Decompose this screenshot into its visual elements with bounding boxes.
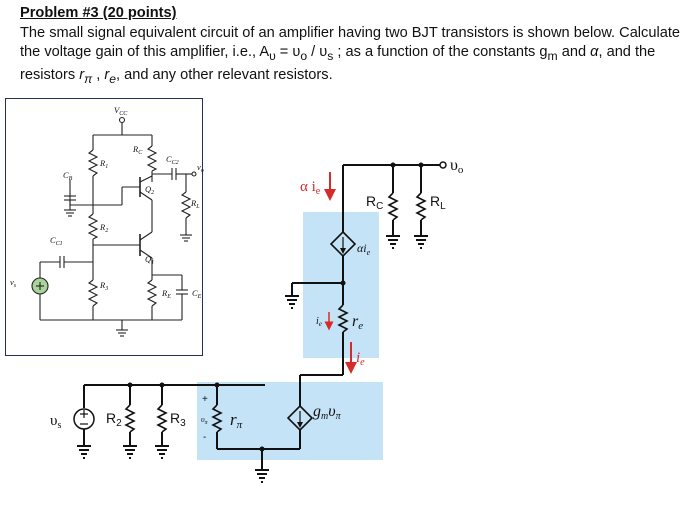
ie-left-label: ie [316, 316, 322, 328]
problem-line-1: The small signal equivalent circuit of a… [20, 24, 680, 41]
rc-eq-label: RC [366, 193, 383, 212]
vpi-plus: + [202, 394, 208, 405]
r3-label: R3 [99, 280, 108, 292]
rl-label: RL [190, 198, 200, 210]
re-eq-resistor [337, 304, 349, 333]
vcc-node [118, 116, 126, 124]
re-eq-label: re [352, 313, 363, 332]
re-resistor [146, 279, 158, 307]
cc2-label: CC2 [166, 154, 179, 166]
alpha-ie-label: α ie [300, 179, 321, 197]
r2-resistor [87, 213, 99, 240]
vs-eq-label: υs [50, 413, 61, 431]
r1-resistor [87, 149, 99, 177]
cc1-label: CC1 [50, 235, 63, 247]
r3-eq-label: R3 [170, 410, 186, 429]
vo-label: vo [197, 162, 204, 174]
r3-eq-resistor [156, 404, 168, 433]
vs-label-original: vs [10, 277, 17, 289]
rpi-eq-label: rπ [230, 410, 243, 431]
r3-resistor [87, 279, 99, 307]
ce-label: CE [192, 288, 202, 300]
problem-statement: Problem #3 (20 points) The small signal … [20, 4, 690, 90]
rl-eq-resistor [415, 192, 427, 221]
problem-line-3: resistors rπ , re, and any other relevan… [20, 67, 333, 87]
q1-label: Q1 [145, 254, 154, 266]
r2-eq-resistor [124, 404, 136, 433]
alpha-ie-source-label: αie [357, 241, 371, 257]
rl-eq-label: RL [430, 193, 446, 212]
cb-label: CB [63, 170, 73, 182]
equivalent-schematic [73, 161, 447, 483]
original-circuit-box [5, 98, 203, 356]
ie-down-label: ie [356, 350, 365, 368]
r2-label: R2 [99, 222, 108, 234]
vcc-label: VCC [114, 105, 128, 117]
r2-eq-label: R2 [106, 410, 122, 429]
upper-highlight [303, 212, 379, 358]
rc-resistor [146, 145, 158, 172]
re-label: RE [161, 288, 171, 300]
vpi-label: υπ [201, 415, 209, 426]
r1-label: R1 [99, 158, 108, 170]
rpi-eq-resistor [211, 404, 223, 433]
vpi-minus: - [203, 432, 206, 443]
original-schematic [31, 116, 197, 337]
vo-eq-label: υo [450, 157, 464, 176]
problem-title: Problem #3 (20 points) [20, 5, 177, 21]
rl-resistor [180, 191, 192, 219]
gm-vpi-label: gmυπ [313, 403, 342, 422]
rc-eq-resistor [387, 192, 399, 221]
problem-line-2: the voltage gain of this amplifier, i.e.… [20, 44, 656, 63]
q2-label: Q2 [145, 184, 154, 196]
rc-label: RC [132, 144, 143, 156]
